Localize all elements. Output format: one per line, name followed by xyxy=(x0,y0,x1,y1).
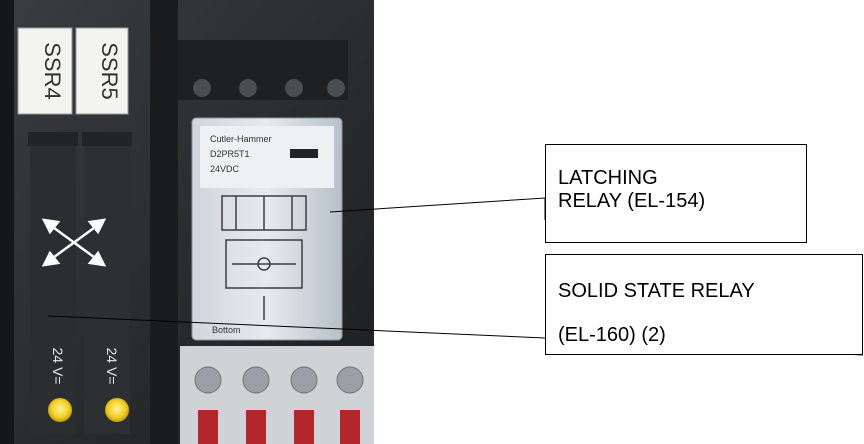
latching-callout-line2: RELAY (EL-154) xyxy=(558,190,706,212)
latching-callout-line1: LATCHING xyxy=(558,167,658,189)
red-wires xyxy=(198,410,360,444)
left-rail xyxy=(0,0,14,444)
relay-model: D2PR5T1 xyxy=(210,149,250,159)
relay-schematic xyxy=(221,195,307,320)
center-gap xyxy=(150,0,178,444)
terminal-screws xyxy=(194,366,364,394)
ssr4-body xyxy=(30,134,76,434)
ssr5-label: SSR5 xyxy=(97,42,122,99)
relay-panel-photo: SSR4 SSR5 24 V= 24 V= Cutler-Ha xyxy=(0,0,374,444)
ssr5-indicator-led xyxy=(105,398,129,422)
relay-footer: Bottom xyxy=(212,325,241,335)
solid-state-relay-callout: SOLID STATE RELAY (EL-160) (2) xyxy=(545,254,863,355)
ssr-callout-line1: SOLID STATE RELAY xyxy=(558,280,755,302)
relay-brand: Cutler-Hammer xyxy=(210,134,272,144)
ssr4-voltage-label: 24 V= xyxy=(50,348,66,385)
relay-rating: 24VDC xyxy=(210,164,240,174)
ssr-callout-line2: (EL-160) (2) xyxy=(558,324,666,346)
cross-arrows-icon xyxy=(41,218,107,267)
ssr5-label-tag xyxy=(75,27,129,115)
ssr5-body xyxy=(84,134,130,434)
ssr4-label: SSR4 xyxy=(40,42,65,99)
ssr4-label-tag xyxy=(17,27,73,115)
latching-relay-callout: LATCHING RELAY (EL-154) xyxy=(545,144,807,243)
ssr5-voltage-label: 24 V= xyxy=(104,348,120,385)
ssr4-indicator-led xyxy=(48,398,72,422)
